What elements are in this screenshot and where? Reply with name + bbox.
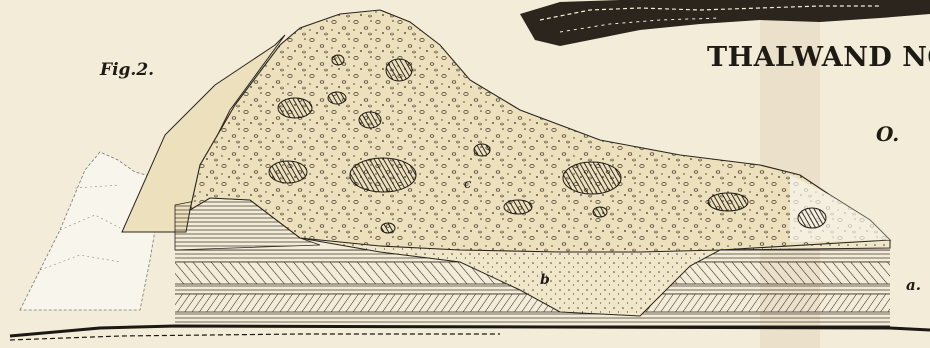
boulder-shape [563,162,621,194]
boulder-shape [332,55,344,65]
boulder-shape [386,59,412,81]
boulder-shape [504,200,532,214]
boulder-shape [474,144,490,156]
boulder-shape [328,92,346,104]
boulder-shape [278,98,312,118]
boulder-shape [798,208,826,228]
boulder-shape [359,112,381,128]
boulder-shape [593,207,607,217]
boulder-shape [708,193,748,211]
boulder-shape [350,158,416,192]
figure-label: Fig.2. [100,60,154,80]
letter-b-label: b [540,272,550,288]
boulder-shape [381,223,395,233]
boulder-shape [269,161,307,183]
letter-o-label: O. [876,122,899,146]
letter-c-label: c [464,177,471,192]
plate-title: THALWAND NO [707,42,930,73]
letter-a-label: a. [906,276,921,294]
